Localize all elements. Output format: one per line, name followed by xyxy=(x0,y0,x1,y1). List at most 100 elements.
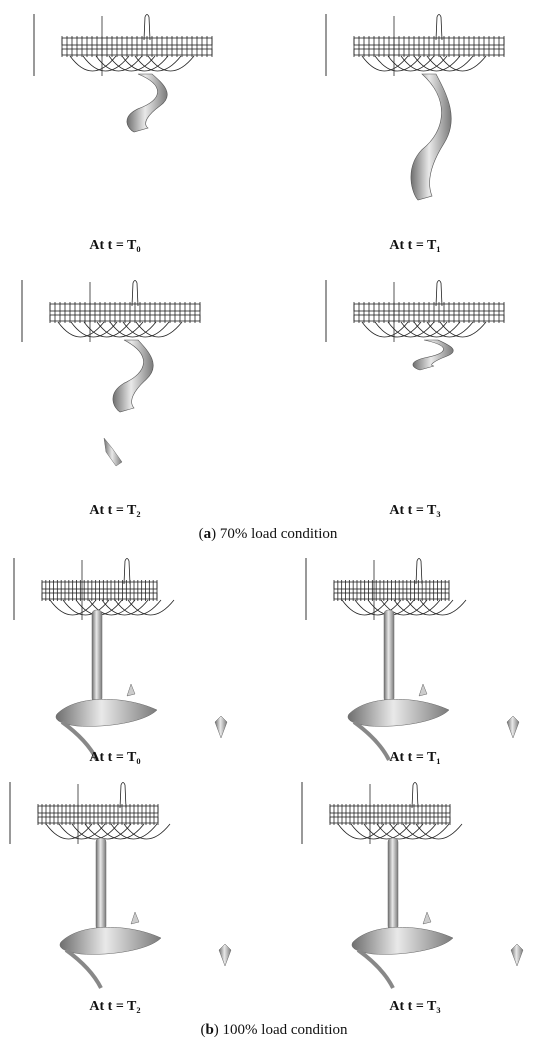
vortex-fragment xyxy=(422,911,432,925)
vortex-plot-b-t1 xyxy=(305,558,520,761)
vortex-lobe xyxy=(55,699,158,727)
blade-arc xyxy=(419,599,467,616)
blade-arc xyxy=(413,321,461,338)
helix-surface xyxy=(112,339,154,413)
helical-vortex xyxy=(112,339,154,413)
turbine-structure xyxy=(325,280,505,342)
helix-surface xyxy=(412,339,454,371)
panel-a-t2 xyxy=(18,278,218,488)
helix-surface xyxy=(126,73,168,133)
blade-arc xyxy=(350,823,398,840)
vortex-column xyxy=(383,609,395,703)
blade-arc xyxy=(393,599,441,616)
blade-arc xyxy=(123,823,171,840)
panel-b-t1 xyxy=(302,556,522,761)
vortex-tail xyxy=(352,720,391,761)
blade-arc xyxy=(62,599,110,616)
vortex-plume xyxy=(351,837,524,989)
blade-arc xyxy=(58,823,106,840)
blade-arc xyxy=(380,599,428,616)
turbine-structure xyxy=(33,14,213,76)
vortex-plot-a-t0 xyxy=(33,14,213,133)
shaft-needle xyxy=(435,14,443,41)
vortex-fragment xyxy=(103,437,123,467)
shaft-needle xyxy=(119,782,127,809)
shaft-needle xyxy=(411,782,419,809)
vortex-plot-a-t2 xyxy=(21,280,201,467)
blade-arc xyxy=(108,55,156,72)
blade-arc xyxy=(415,823,463,840)
blade-arc xyxy=(361,321,409,338)
panel-b-t3 xyxy=(298,780,538,989)
turbine-structure xyxy=(325,14,505,76)
blade-arc xyxy=(135,321,183,338)
blade-arc xyxy=(354,599,402,616)
blade-arc xyxy=(426,321,474,338)
label-a-t2: At t = T₂ xyxy=(89,503,141,518)
blade-arc xyxy=(374,321,422,338)
blade-arc xyxy=(374,55,422,72)
blade-arc xyxy=(406,599,454,616)
vortex-plume xyxy=(59,837,232,989)
label-b-t3: At t = T₃ xyxy=(389,999,441,1014)
panel-b-t2 xyxy=(6,780,246,989)
vortex-tail xyxy=(60,720,99,761)
vortex-tail xyxy=(356,948,395,989)
blade-arc xyxy=(387,321,435,338)
blade-arc xyxy=(45,823,93,840)
vortex-plot-b-t3 xyxy=(301,782,524,989)
blade-arc xyxy=(363,823,411,840)
turbine-structure xyxy=(301,782,463,844)
vortex-plume xyxy=(55,609,228,761)
caption-a-text: 70% load condition xyxy=(219,526,338,542)
vortex-column xyxy=(387,837,399,931)
blade-arc xyxy=(361,55,409,72)
caption-b-letter: b xyxy=(205,1022,214,1038)
vortex-lobe xyxy=(351,927,454,955)
turbine-structure xyxy=(13,558,175,620)
blade-arc xyxy=(439,321,487,338)
panel-a-t0 xyxy=(30,12,230,222)
blade-arc xyxy=(122,321,170,338)
blade-arc xyxy=(114,599,162,616)
caption-b-text: 100% load condition xyxy=(222,1022,348,1038)
turbine-structure xyxy=(305,558,467,620)
blade-arc xyxy=(49,599,97,616)
vortex-plot-b-t0 xyxy=(13,558,228,761)
shaft-needle xyxy=(415,558,423,585)
shaft-needle xyxy=(131,280,139,307)
vortex-plot-a-t3 xyxy=(325,280,505,371)
caption-a-letter: a xyxy=(203,526,212,542)
blade-arc xyxy=(57,321,105,338)
blade-arc xyxy=(439,55,487,72)
blade-arc xyxy=(400,55,448,72)
shaft-needle xyxy=(143,14,151,41)
blade-arc xyxy=(387,55,435,72)
vortex-fragment xyxy=(218,943,232,967)
helix-surface xyxy=(410,73,452,201)
blade-arc xyxy=(84,823,132,840)
blade-arc xyxy=(83,321,131,338)
caption-b: (b) 100% load condition xyxy=(200,1022,348,1038)
blade-arc xyxy=(402,823,450,840)
vortex-column xyxy=(95,837,107,931)
vortex-lobe xyxy=(59,927,162,955)
vortex-plot-b-t2 xyxy=(9,782,232,989)
turbine-structure xyxy=(9,782,171,844)
blade-arc xyxy=(337,823,385,840)
panel-a-t1 xyxy=(322,12,522,222)
label-a-t1: At t = T₁ xyxy=(389,238,441,253)
blade-arc xyxy=(376,823,424,840)
blade-arc xyxy=(70,321,118,338)
blade-arc xyxy=(109,321,157,338)
vortex-fragment xyxy=(418,683,428,697)
blade-arc xyxy=(96,321,144,338)
blade-arc xyxy=(82,55,130,72)
blade-arc xyxy=(147,55,195,72)
vortex-lobe xyxy=(347,699,450,727)
label-b-t2: At t = T₂ xyxy=(89,999,141,1014)
shaft-needle xyxy=(435,280,443,307)
blade-arc xyxy=(69,55,117,72)
blade-arc xyxy=(400,321,448,338)
blade-arc xyxy=(341,599,389,616)
